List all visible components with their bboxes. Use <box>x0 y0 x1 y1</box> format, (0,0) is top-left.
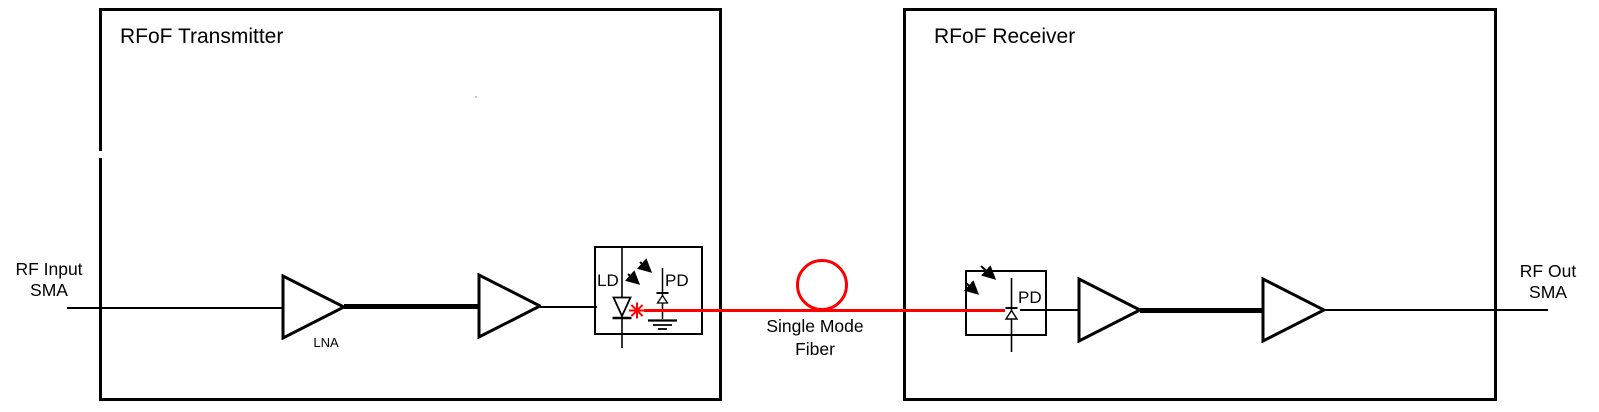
rf-out-label: RF Out SMA <box>1503 261 1593 303</box>
tx-photodiode-icon <box>656 292 669 304</box>
fiber-label: Single Mode Fiber <box>750 315 880 361</box>
rx-interstage-line <box>1140 308 1264 313</box>
output-signal-line <box>1324 309 1548 311</box>
rx-amplifier2-icon <box>1261 277 1325 343</box>
transmitter-border-notch <box>98 151 104 158</box>
rx-light-arrows-icon <box>964 265 997 295</box>
pd-to-amp-line <box>1020 309 1080 311</box>
receiver-pd-module-box <box>965 270 1047 336</box>
rf-input-label: RF Input SMA <box>4 259 94 301</box>
amp-to-laser-line <box>540 306 597 308</box>
laser-module-symbols <box>612 246 677 348</box>
rf-input-label-line2: SMA <box>30 280 68 300</box>
transmitter-box <box>99 8 722 401</box>
laser-emission-icon <box>629 302 645 319</box>
transmitter-title: RFoF Transmitter <box>120 25 284 48</box>
tx-interstage-line <box>344 304 480 309</box>
speck <box>475 96 477 98</box>
fiber-label-line2: Fiber <box>795 339 835 359</box>
rf-out-label-line2: SMA <box>1529 282 1567 302</box>
tx-amplifier2-icon <box>477 273 541 339</box>
input-signal-line <box>67 307 284 309</box>
receiver-title: RFoF Receiver <box>934 25 1076 48</box>
ground-icon <box>648 319 677 330</box>
tx-pd-label: PD <box>665 271 689 290</box>
rx-amplifier1-icon <box>1077 277 1141 343</box>
lna-label: LNA <box>313 335 339 350</box>
receiver-box <box>903 8 1497 401</box>
fiber-loop-icon <box>796 259 848 311</box>
lna-amplifier-icon <box>281 274 345 340</box>
rf-out-label-line1: RF Out <box>1519 261 1577 281</box>
receiver-pd-symbols <box>964 265 1019 352</box>
tx-light-arrows-icon <box>624 258 653 285</box>
rf-input-label-line1: RF Input <box>15 259 83 279</box>
fiber-label-line1: Single Mode <box>766 316 864 336</box>
rx-photodiode-icon <box>1004 307 1019 320</box>
laser-module-box <box>594 246 703 335</box>
laser-diode-icon <box>612 296 632 320</box>
rx-pd-label: PD <box>1018 288 1042 307</box>
ld-label: LD <box>597 271 619 290</box>
